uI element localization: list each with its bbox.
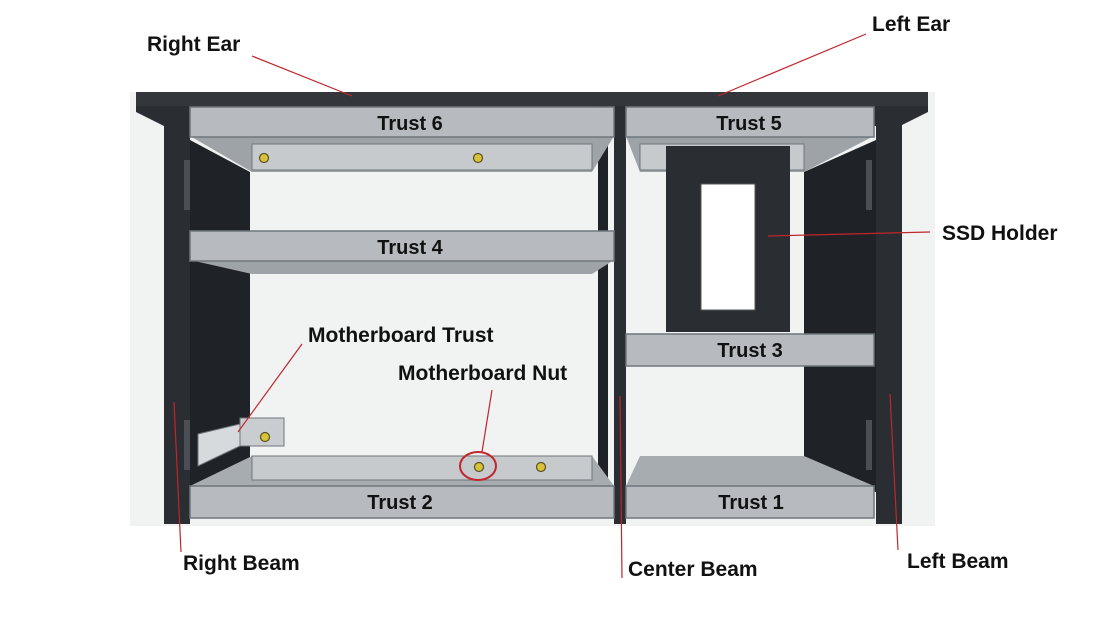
ssd-holder-window xyxy=(700,183,756,311)
right-ear xyxy=(136,92,532,106)
trust-4 xyxy=(189,230,615,262)
leader-center-beam xyxy=(619,395,623,579)
trust-1-label: Trust 1 xyxy=(718,492,784,514)
motherboard-nut xyxy=(473,461,485,473)
leader-right-ear xyxy=(251,55,353,97)
trust-4-underside xyxy=(190,260,614,274)
leader-ssd-holder xyxy=(767,231,931,237)
label-motherboard-nut: Motherboard Nut xyxy=(398,362,568,385)
nut-trust-6-right xyxy=(472,152,484,164)
trust-3 xyxy=(625,333,875,367)
trust-3-label: Trust 3 xyxy=(717,340,783,362)
left-ear xyxy=(532,92,928,106)
left-beam-slot-top xyxy=(866,160,872,210)
motherboard-trust-side xyxy=(197,423,241,467)
motherboard-trust xyxy=(239,417,285,447)
leader-motherboard-nut xyxy=(481,389,493,453)
trust-6 xyxy=(189,106,615,138)
label-left-beam: Left Beam xyxy=(907,550,1009,573)
label-ssd-holder: SSD Holder xyxy=(942,222,1058,245)
center-beam xyxy=(614,106,626,524)
leader-motherboard-trust xyxy=(237,343,303,433)
nut-trust-2-right xyxy=(535,461,547,473)
trust-5 xyxy=(625,106,875,138)
leader-left-ear xyxy=(717,33,867,97)
left-beam xyxy=(876,106,902,524)
label-right-beam: Right Beam xyxy=(183,552,300,575)
left-beam-slot-bottom xyxy=(866,420,872,470)
label-right-ear: Right Ear xyxy=(147,33,241,56)
label-left-ear: Left Ear xyxy=(872,13,951,36)
trust-5-label: Trust 5 xyxy=(716,113,782,135)
nut-motherboard-trust xyxy=(259,431,271,443)
right-beam-slot-bottom xyxy=(184,420,190,470)
leader-left-beam xyxy=(889,393,899,551)
label-center-beam: Center Beam xyxy=(628,558,758,581)
nut-trust-6-left xyxy=(258,152,270,164)
trust-1-floor xyxy=(626,456,874,486)
left-beam-inner-face xyxy=(804,140,876,492)
right-beam-slot-top xyxy=(184,160,190,210)
right-beam-inner-face xyxy=(190,140,250,492)
leader-right-beam xyxy=(173,401,182,553)
trust-2 xyxy=(189,485,615,519)
trust-6-label: Trust 6 xyxy=(377,113,443,135)
trust-1 xyxy=(625,485,875,519)
trust-4-label: Trust 4 xyxy=(377,237,443,259)
trust-6-back-flange xyxy=(251,143,593,171)
trust-2-label: Trust 2 xyxy=(367,492,433,514)
label-motherboard-trust: Motherboard Trust xyxy=(308,324,494,347)
trust-2-back-flange xyxy=(251,455,593,481)
motherboard-nut-highlight xyxy=(459,451,497,481)
center-beam-back xyxy=(598,106,608,486)
